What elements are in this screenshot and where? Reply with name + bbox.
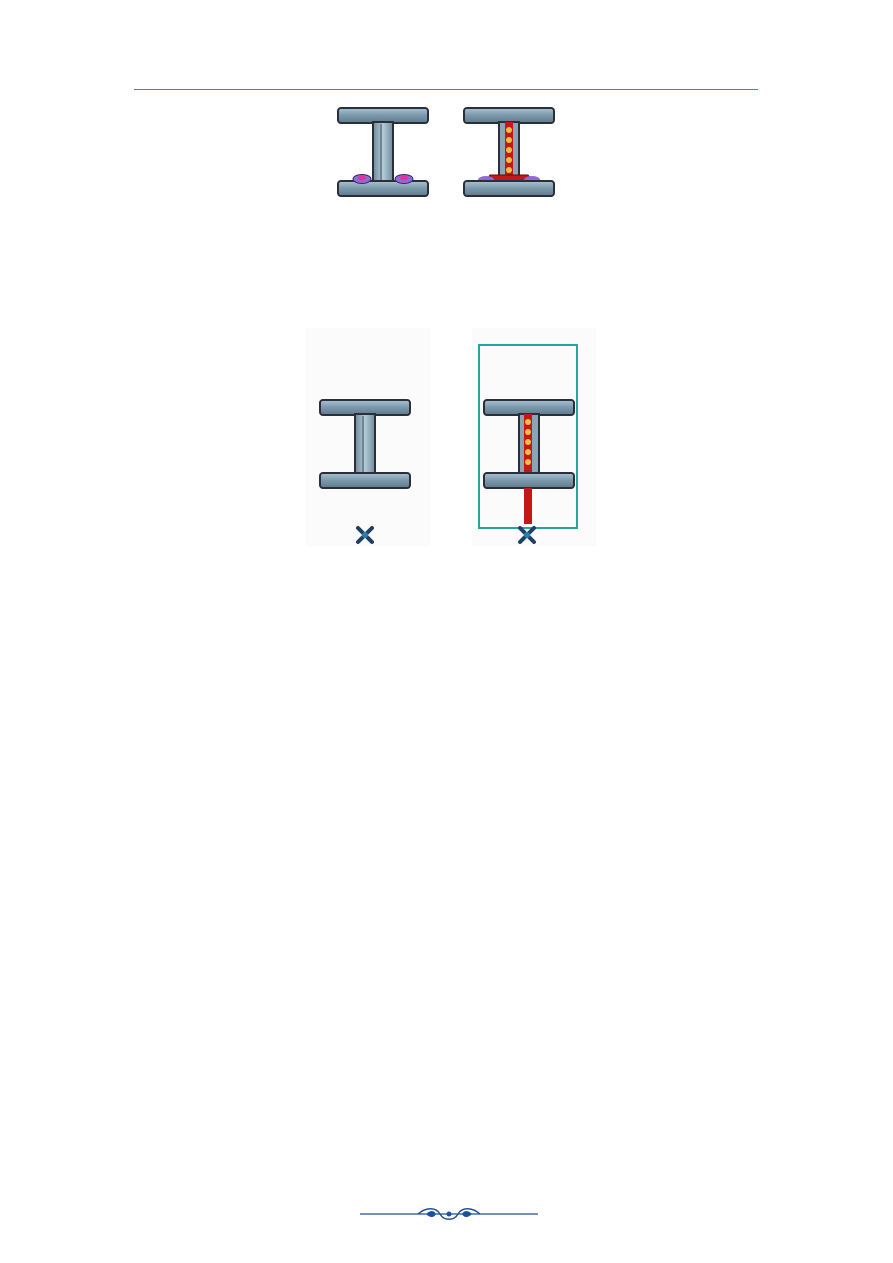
- i-beam-plain-icon: [337, 107, 429, 197]
- anchor-point-icon: [518, 526, 536, 544]
- anchor-point-icon: [356, 526, 374, 544]
- selection-box-icon: [478, 344, 578, 529]
- header-rule: [134, 89, 758, 90]
- bolt-plate-icon: [352, 174, 414, 184]
- i-beam-selected-icon: [483, 399, 575, 524]
- flourish-icon: [360, 1208, 538, 1220]
- figure-beam-pair-bottom: [300, 328, 600, 546]
- figure-beam-pair-top: [330, 100, 560, 204]
- i-beam-welded-icon: [463, 107, 555, 197]
- i-beam-plain-icon: [319, 399, 411, 489]
- weld-seam-icon: [483, 122, 535, 184]
- weld-seam-icon: [524, 414, 532, 524]
